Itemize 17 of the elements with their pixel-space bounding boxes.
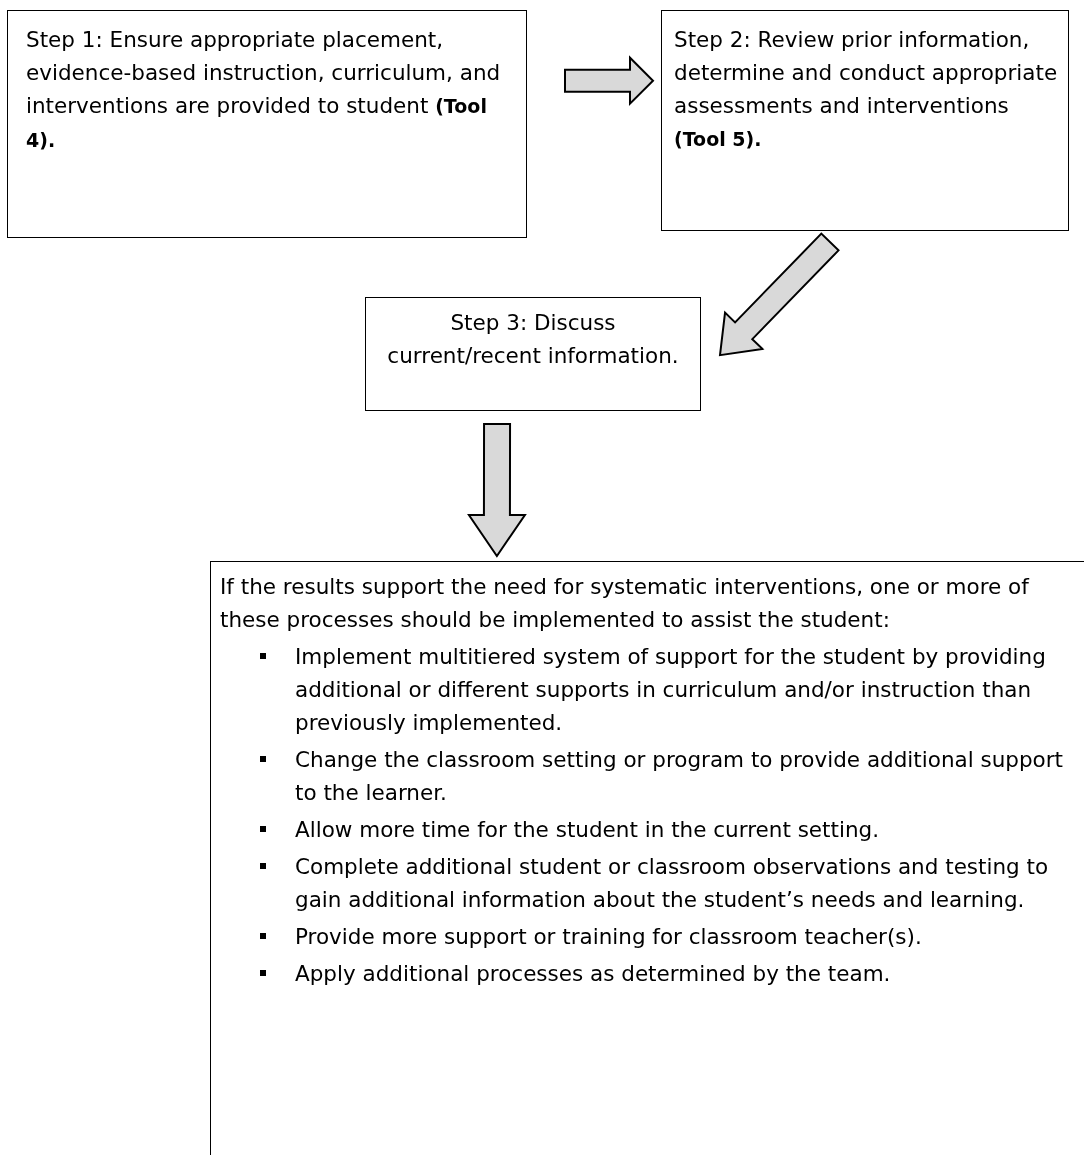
list-item-text: Change the classroom setting or program to provide additional support to the learner. [295,747,1064,805]
step-box [661,10,1069,231]
step-text: Step 3: Discuss current/recent information. [386,309,680,370]
list-item-text: Complete additional student or classroom observations and testing to gain additional information about the student’s needs and learning. [295,854,1049,912]
process-list-box [210,561,1084,1155]
step-box [365,297,701,411]
block-arrow [718,232,840,357]
list-item-text: Allow more time for the student in the current setting. [295,817,880,842]
list-item-text: Implement multitiered system of support for the student by providing additional or different supports in curriculum and/or instruction than previously implemented. [295,644,1046,735]
block-arrow [564,55,655,107]
block-arrow [467,422,527,558]
step-box [7,10,527,238]
step-text: Step 1: Ensure appropriate placement, evidence-based instruction, curriculum, and interventions are provided to student (Tool 4). [26,26,502,153]
step-text: Step 2: Review prior information, determine and conduct appropriate assessments and interventions (Tool 5). [674,26,1059,152]
list-item-text: Apply additional processes as determined by the team. [295,961,891,986]
list-item-text: Provide more support or training for classroom teacher(s). [295,924,922,949]
step-text: If the results support the need for systematic interventions, one or more of these processes should be implemented to assist the student: [220,573,1031,634]
